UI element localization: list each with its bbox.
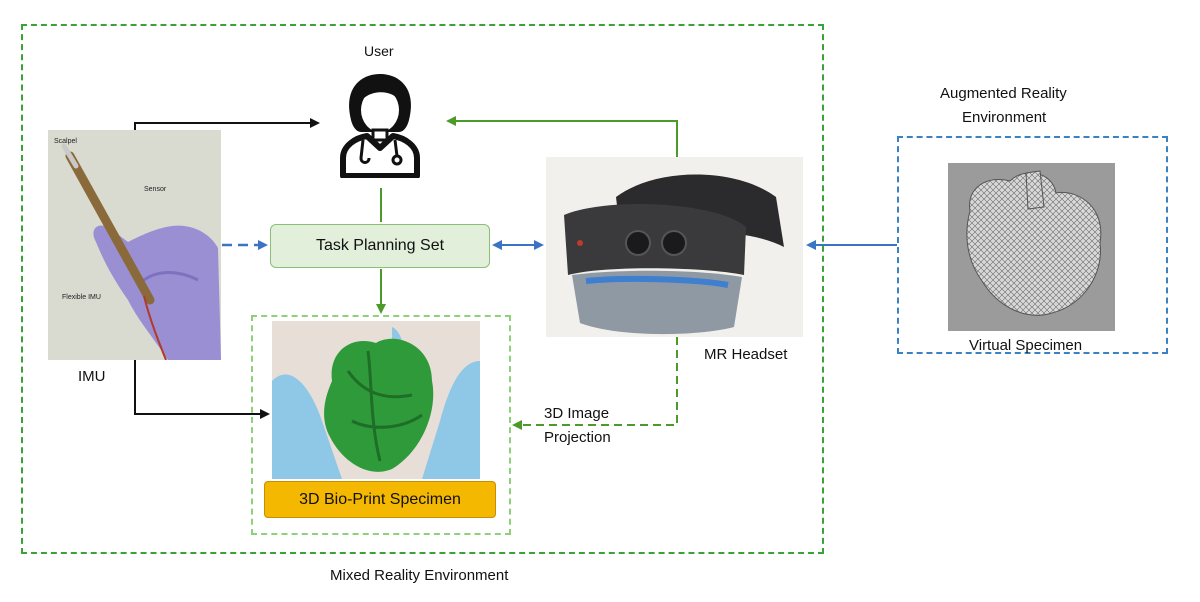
- projection-label-line1: 3D Image: [544, 405, 610, 422]
- imu-label: IMU: [78, 368, 106, 385]
- virtual-specimen-label: Virtual Specimen: [969, 337, 1083, 354]
- doctor-user-icon: [337, 72, 423, 183]
- bioprint-specimen-label: 3D Bio-Print Specimen: [299, 490, 461, 508]
- imu-to-specimen-arrow: [134, 360, 270, 419]
- flexible-imu-label: Flexible IMU: [62, 294, 101, 301]
- mr-headset-photo: [546, 157, 803, 337]
- sensor-label: Sensor: [144, 186, 167, 193]
- task-planning-label: Task Planning Set: [315, 237, 445, 254]
- ar-environment-label-line1: Augmented Reality: [940, 85, 1067, 102]
- task-planning-box: Task Planning Set: [270, 224, 490, 268]
- scalpel-label: Scalpel: [54, 138, 77, 145]
- mr-headset-label: MR Headset: [704, 346, 788, 363]
- imu-to-user-arrow: [134, 118, 320, 130]
- user-label: User: [364, 43, 394, 59]
- projection-arrow: [512, 337, 678, 430]
- imu-photo: Scalpel Sensor Flexible IMU: [48, 130, 221, 360]
- mixed-reality-environment-box: [21, 24, 824, 554]
- virtual-specimen-image: [948, 163, 1115, 331]
- ar-environment-label-line2: Environment: [962, 109, 1047, 126]
- mixed-reality-environment-label: Mixed Reality Environment: [330, 567, 509, 584]
- bioprint-specimen-box: [251, 315, 511, 535]
- headset-to-user-arrow: [446, 116, 678, 157]
- bioprint-specimen-label-box: 3D Bio-Print Specimen: [264, 481, 496, 518]
- augmented-reality-environment-box: [897, 136, 1168, 354]
- projection-label-line2: Projection: [544, 429, 611, 446]
- bioprint-specimen-photo: [272, 321, 480, 479]
